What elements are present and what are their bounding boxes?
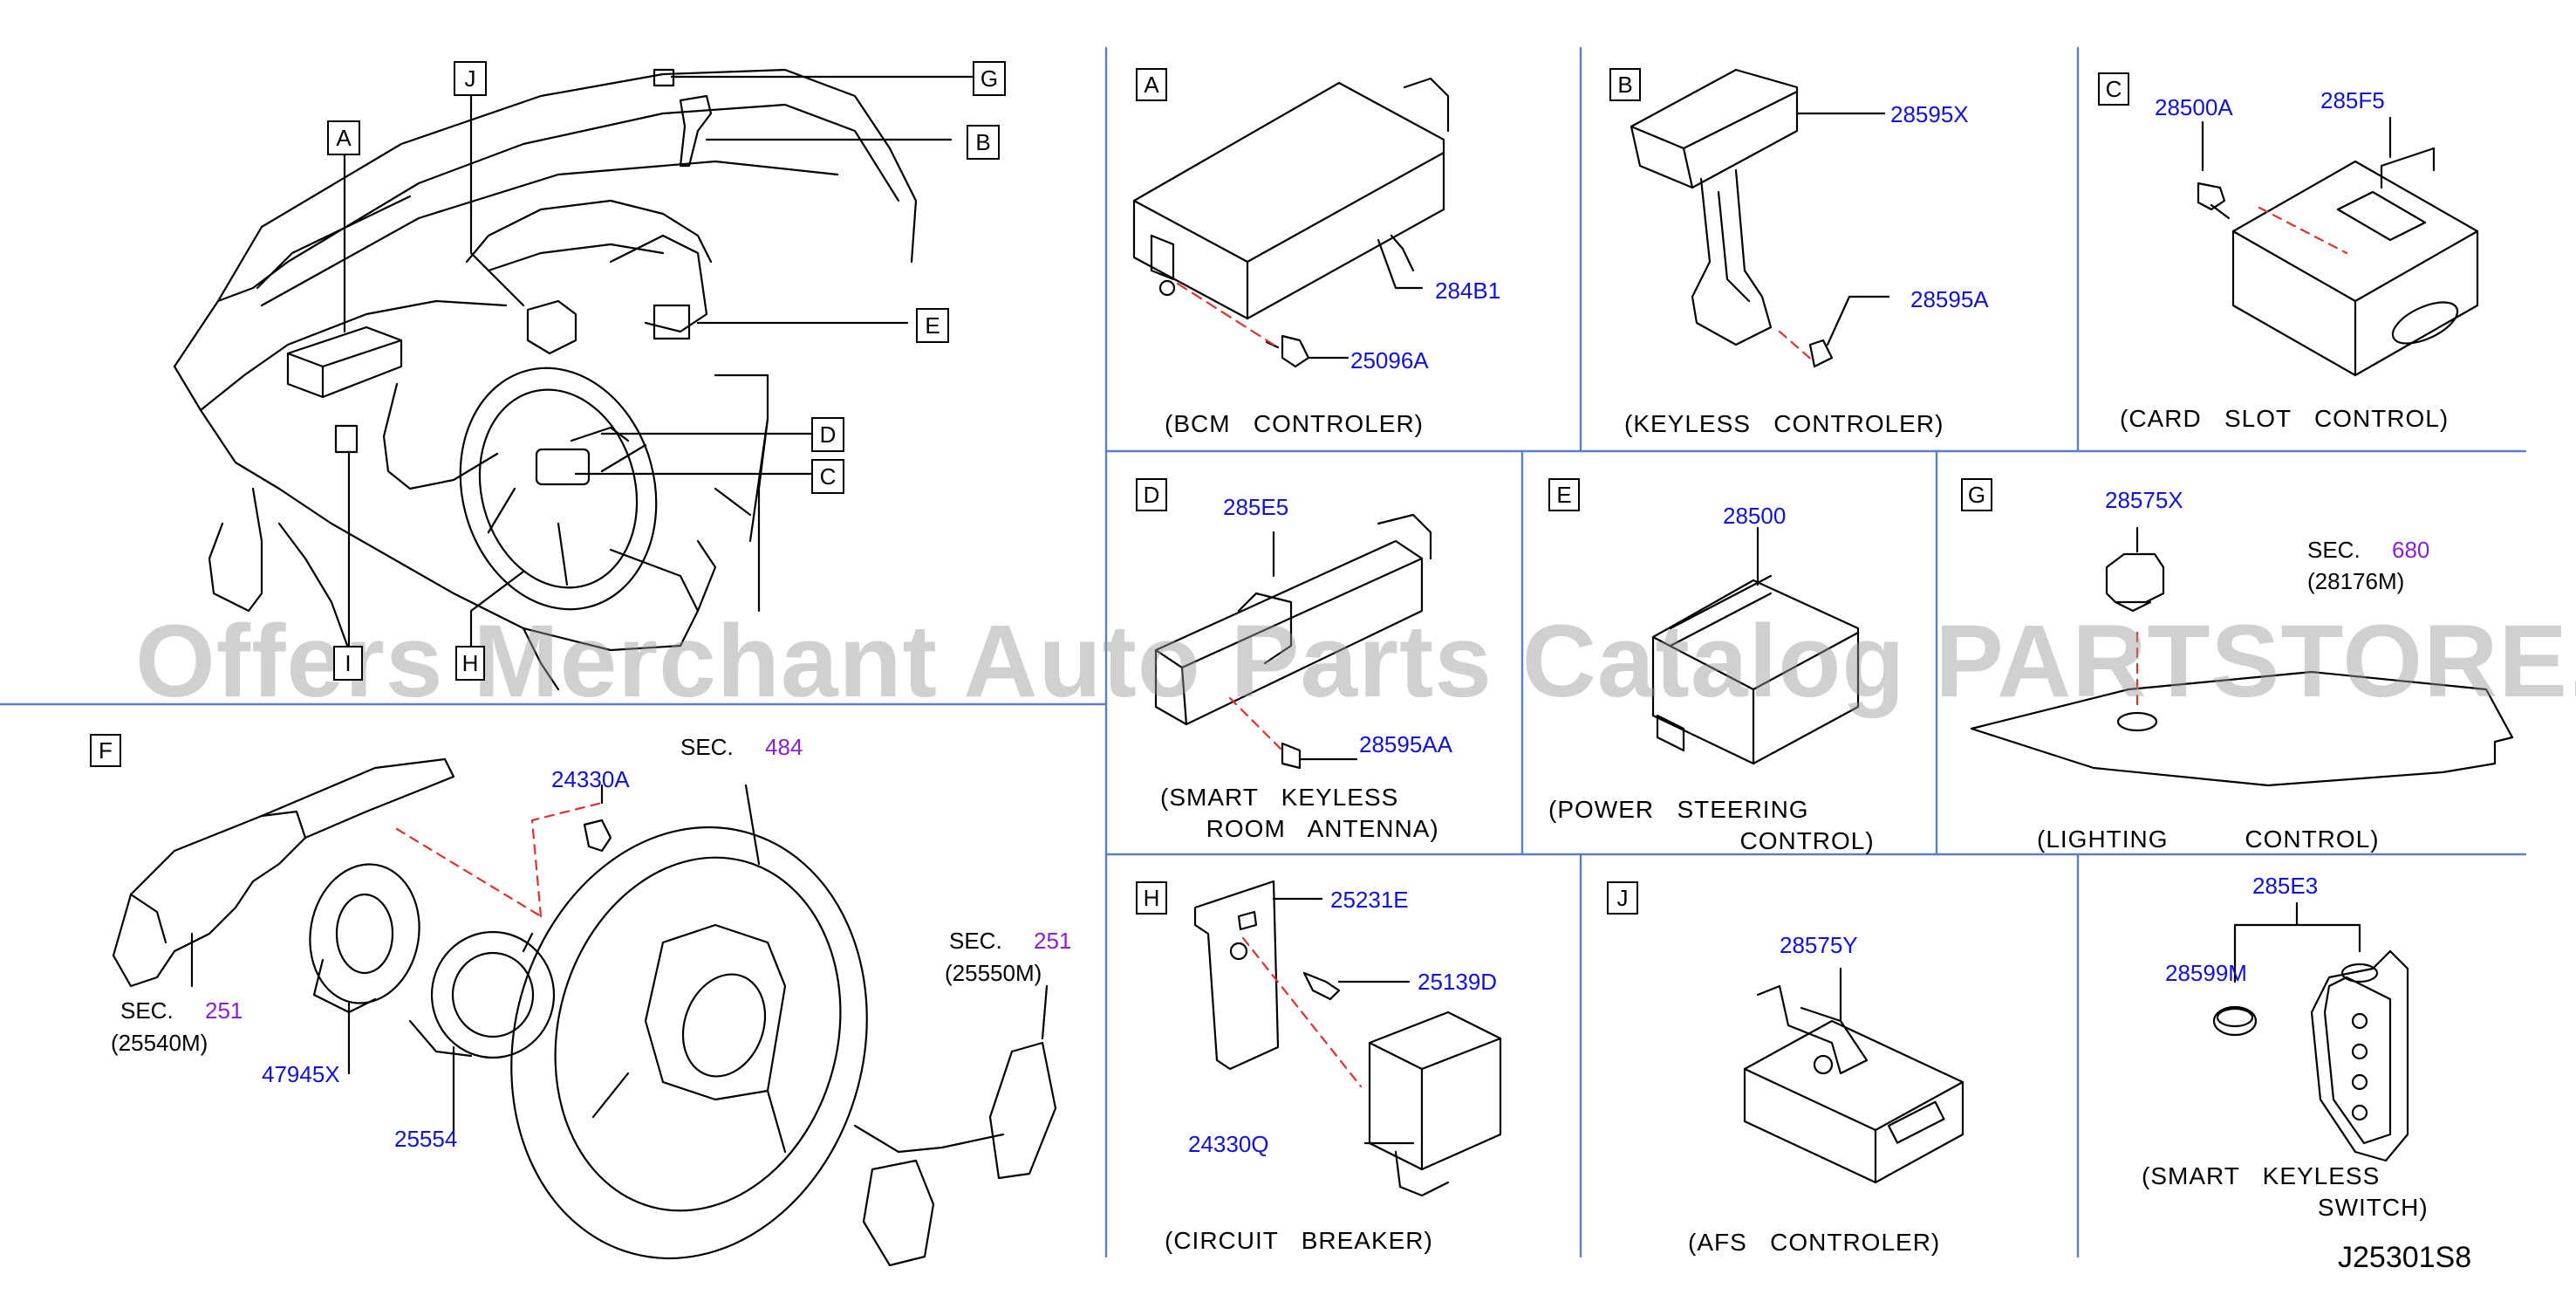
panel-j-drawing bbox=[1743, 967, 1964, 1184]
panel-e-drawing bbox=[1651, 526, 1860, 765]
watermark: Offers Merchant Auto Parts Catalog PARTS… bbox=[135, 604, 2576, 719]
part-number[interactable]: 24330A bbox=[551, 766, 630, 792]
panel-caption: (SMART KEYLESS SWITCH) bbox=[2142, 1162, 2429, 1221]
part-number[interactable]: 25139D bbox=[1418, 969, 1498, 995]
part-number[interactable]: 47945X bbox=[262, 1061, 340, 1087]
overview-label-h[interactable]: H bbox=[455, 646, 485, 681]
overview-label-g[interactable]: G bbox=[973, 61, 1006, 96]
part-number[interactable]: 25554 bbox=[394, 1126, 458, 1152]
part-number[interactable]: 285E3 bbox=[2252, 873, 2319, 899]
panel-h-letter: H bbox=[1136, 881, 1167, 915]
overview-label-b[interactable]: B bbox=[967, 125, 1000, 160]
section-label: SEC. bbox=[680, 734, 734, 760]
key-fob-icon bbox=[2310, 949, 2409, 1162]
module-icon bbox=[334, 424, 359, 454]
panel-g-drawing bbox=[1970, 526, 2514, 787]
panel-a-letter: A bbox=[1136, 68, 1167, 101]
panel-d-letter: D bbox=[1136, 478, 1167, 511]
part-number[interactable]: 285E5 bbox=[1223, 494, 1289, 520]
overview-label-j[interactable]: J bbox=[454, 61, 487, 96]
panel-caption: (CIRCUIT BREAKER) bbox=[1165, 1227, 1433, 1254]
section-number[interactable]: 484 bbox=[765, 734, 803, 760]
panel-caption: (KEYLESS CONTROLER) bbox=[1624, 410, 1944, 437]
section-number[interactable]: 680 bbox=[2392, 537, 2430, 563]
grid-lines bbox=[0, 46, 2527, 1258]
panel-caption: (AFS CONTROLER) bbox=[1688, 1229, 1941, 1256]
panel-d-drawing bbox=[1154, 513, 1432, 770]
part-number[interactable]: 284B1 bbox=[1435, 278, 1501, 304]
panel-caption: (CARD SLOT CONTROL) bbox=[2120, 405, 2450, 432]
panel-c-drawing bbox=[2197, 116, 2479, 377]
panel-e-letter: E bbox=[1548, 478, 1580, 511]
overview-label-e[interactable]: E bbox=[916, 308, 949, 343]
panel-b-letter: B bbox=[1609, 68, 1641, 101]
panel-caption: (POWER STEERING CONTROL) bbox=[1548, 796, 1875, 854]
overview-label-a[interactable]: A bbox=[327, 120, 360, 155]
battery-icon bbox=[2212, 1005, 2258, 1037]
dashboard-overview bbox=[173, 68, 979, 691]
panel-caption: (SMART KEYLESS ROOM ANTENNA) bbox=[1160, 784, 1439, 842]
part-number[interactable]: 28595X bbox=[1890, 101, 1969, 127]
bcm-icon bbox=[286, 325, 403, 399]
part-number[interactable]: 25231E bbox=[1330, 887, 1409, 913]
part-number[interactable]: 28575Y bbox=[1780, 932, 1858, 958]
part-number[interactable]: 25096A bbox=[1350, 347, 1429, 373]
panel-f-letter: F bbox=[90, 734, 121, 767]
part-number[interactable]: 28595A bbox=[1910, 286, 1989, 312]
section-number[interactable]: 251 bbox=[1034, 928, 1072, 954]
section-label: SEC. bbox=[949, 928, 1002, 954]
afs-icon bbox=[526, 299, 577, 355]
panel-g-letter: G bbox=[1961, 478, 1992, 511]
section-part: (28176M) bbox=[2307, 568, 2405, 594]
panel-f-drawing bbox=[112, 757, 1057, 1267]
section-label: SEC. bbox=[2307, 537, 2361, 563]
panel-c-letter: C bbox=[2098, 72, 2129, 106]
diagram-code: J25301S8 bbox=[2338, 1241, 2472, 1274]
panel-caption: (BCM CONTROLER) bbox=[1165, 410, 1424, 437]
part-number[interactable]: 28500A bbox=[2155, 94, 2233, 120]
panel-caption: (LIGHTING CONTROL) bbox=[2037, 826, 2380, 853]
part-number[interactable]: 24330Q bbox=[1188, 1131, 1269, 1157]
power-steering-icon bbox=[653, 304, 691, 340]
keyless-icon bbox=[679, 94, 713, 168]
overview-label-c[interactable]: C bbox=[811, 459, 844, 494]
overview-label-d[interactable]: D bbox=[811, 417, 844, 452]
part-number[interactable]: 28575X bbox=[2105, 487, 2183, 513]
overview-label-i[interactable]: I bbox=[333, 646, 363, 681]
section-number[interactable]: 251 bbox=[205, 997, 243, 1024]
part-number[interactable]: 285F5 bbox=[2320, 87, 2385, 113]
panel-k-drawing bbox=[2212, 901, 2409, 1162]
section-part: (25550M) bbox=[945, 960, 1042, 986]
part-number[interactable]: 28599M bbox=[2165, 960, 2247, 986]
panel-a-drawing bbox=[1132, 77, 1450, 368]
section-label: SEC. bbox=[120, 997, 174, 1024]
panel-j-letter: J bbox=[1607, 881, 1638, 915]
part-number[interactable]: 28595AA bbox=[1359, 731, 1452, 757]
lighting-sensor-icon bbox=[653, 68, 675, 87]
panel-b-drawing bbox=[1630, 68, 1890, 368]
part-number[interactable]: 28500 bbox=[1723, 503, 1787, 529]
panel-h-drawing bbox=[1193, 880, 1502, 1197]
section-part: (25540M) bbox=[111, 1030, 208, 1056]
